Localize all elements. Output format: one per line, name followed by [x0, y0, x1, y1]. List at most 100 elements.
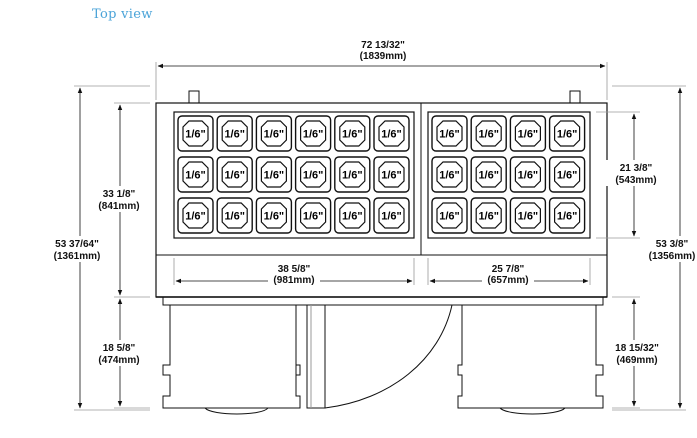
pan-cell: 1/6" — [431, 115, 468, 152]
pan-cell: 1/6" — [431, 156, 468, 193]
pan-size-label: 1/6" — [264, 170, 285, 182]
pan-size-label: 1/6" — [439, 211, 460, 223]
pan-size-label: 1/6" — [224, 129, 245, 141]
pan-inner — [260, 202, 287, 229]
pan-outer — [216, 115, 253, 152]
pan-cell: 1/6" — [509, 115, 547, 152]
left-caster — [204, 407, 269, 415]
pan-size-label: 1/6" — [185, 170, 206, 182]
pan-outer — [334, 115, 371, 152]
pan-cell: 1/6" — [548, 156, 586, 193]
pan-inner — [339, 202, 366, 229]
door-depth-left-metric: (474mm) — [98, 355, 139, 366]
pan-outer — [373, 197, 410, 234]
pan-outer — [216, 156, 253, 193]
pan-outer — [255, 197, 293, 234]
overall-depth-left-metric: (1361mm) — [54, 251, 101, 262]
pan-inner — [300, 202, 327, 229]
pan-outer — [373, 156, 410, 193]
pan-size-label: 1/6" — [557, 170, 578, 182]
pan-size-label: 1/6" — [478, 170, 499, 182]
pan-cell: 1/6" — [470, 115, 507, 152]
pan-outer — [470, 156, 507, 193]
pan-outer — [431, 115, 468, 152]
left-pan-width-metric: (981mm) — [273, 275, 314, 286]
pan-inner — [260, 161, 287, 188]
pan-size-label: 1/6" — [342, 170, 363, 182]
pan-inner — [475, 161, 502, 188]
door-depth-right-imperial: 18 15/32" — [615, 343, 659, 354]
pan-size-label: 1/6" — [185, 129, 206, 141]
right-pan-width-imperial: 25 7/8" — [492, 264, 525, 275]
pan-cell: 1/6" — [509, 197, 547, 234]
pan-size-label: 1/6" — [439, 170, 460, 182]
pan-inner — [378, 161, 405, 188]
pan-cell: 1/6" — [548, 197, 586, 234]
pan-cell: 1/6" — [431, 197, 468, 234]
pan-inner — [221, 202, 248, 229]
pan-inner — [514, 161, 541, 188]
pan-cell: 1/6" — [470, 197, 507, 234]
center-column — [306, 304, 326, 409]
pan-inner — [378, 120, 405, 147]
pan-size-label: 1/6" — [557, 211, 578, 223]
pan-cell: 1/6" — [255, 115, 293, 152]
pan-size-label: 1/6" — [381, 170, 402, 182]
pan-size-label: 1/6" — [264, 211, 285, 223]
pan-inner — [514, 202, 541, 229]
pan-cell: 1/6" — [177, 197, 214, 234]
pan-outer — [509, 156, 547, 193]
pan-inner — [182, 120, 209, 147]
overall-depth-right-metric: (1356mm) — [649, 251, 696, 262]
pan-size-label: 1/6" — [224, 211, 245, 223]
pan-outer — [548, 197, 586, 234]
left-pan-grid: 1/6"1/6"1/6"1/6"1/6"1/6"1/6"1/6"1/6"1/6"… — [177, 115, 410, 234]
pan-depth-imperial: 21 3/8" — [620, 163, 653, 174]
pan-outer — [431, 156, 468, 193]
pan-cell: 1/6" — [334, 115, 371, 152]
right-pan-grid: 1/6" 1/6" 1/6" 1/6" 1/6" 1/6" 1/6" 1/6" 1/6" 1/6"… — [431, 115, 586, 234]
door-swing-arc — [324, 304, 453, 409]
pan-cell: 1/6" — [177, 156, 214, 193]
pan-cell: 1/6" — [548, 115, 586, 152]
pan-inner — [378, 202, 405, 229]
pan-outer — [509, 197, 547, 234]
pan-inner — [436, 202, 463, 229]
dimension-labels: 72 13/32" (1839mm) 38 5/8" (981mm) 25 7/… — [50, 37, 697, 366]
pan-cell: 1/6" — [255, 156, 293, 193]
pan-cell: 1/6" — [373, 115, 410, 152]
overall-width-imperial: 72 13/32" — [361, 40, 405, 51]
pan-inner — [436, 161, 463, 188]
pan-size-label: 1/6" — [557, 129, 578, 141]
pan-depth-metric: (543mm) — [615, 175, 656, 186]
overall-depth-left-imperial: 53 37/64" — [55, 239, 99, 250]
pan-size-label: 1/6" — [342, 129, 363, 141]
pan-size-label: 1/6" — [303, 211, 324, 223]
view-title: Top view — [92, 7, 153, 22]
pan-size-label: 1/6" — [518, 211, 539, 223]
pan-cell: 1/6" — [216, 197, 253, 234]
pan-inner — [554, 161, 581, 188]
pan-inner — [554, 120, 581, 147]
pan-cell: 1/6" — [294, 115, 332, 152]
pan-cell: 1/6" — [470, 156, 507, 193]
unit-outline — [155, 90, 608, 306]
pan-cell: 1/6" — [255, 197, 293, 234]
pan-inner — [339, 161, 366, 188]
pan-outer — [294, 115, 332, 152]
top-depth-imperial: 33 1/8" — [103, 189, 136, 200]
pan-size-label: 1/6" — [478, 129, 499, 141]
pan-cell: 1/6" — [373, 156, 410, 193]
pan-inner — [221, 120, 248, 147]
pan-size-label: 1/6" — [381, 129, 402, 141]
overall-width-metric: (1839mm) — [360, 51, 407, 62]
pan-inner — [182, 202, 209, 229]
pan-inner — [260, 120, 287, 147]
pan-inner — [514, 120, 541, 147]
door-depth-left-imperial: 18 5/8" — [103, 343, 136, 354]
pan-size-label: 1/6" — [303, 170, 324, 182]
pan-inner — [300, 120, 327, 147]
pan-outer — [177, 115, 214, 152]
pan-outer — [431, 197, 468, 234]
pan-inner — [475, 202, 502, 229]
